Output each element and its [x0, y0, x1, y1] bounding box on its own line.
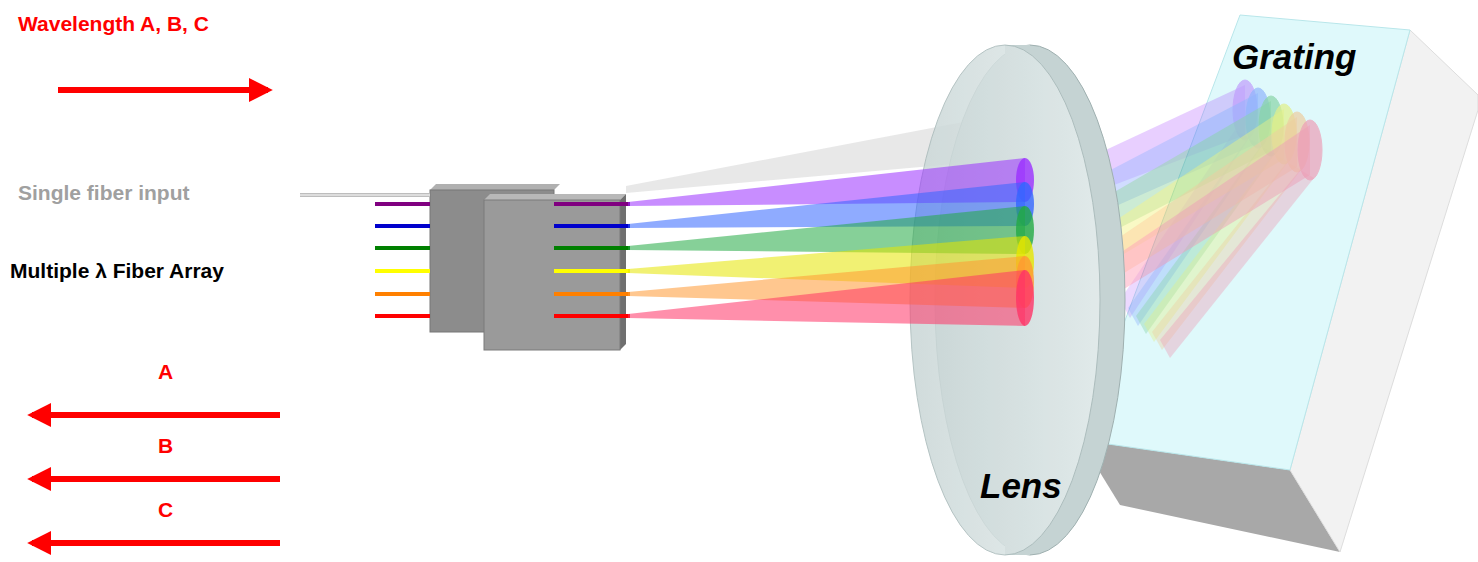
input-label: Single fiber input [18, 181, 190, 204]
single-fiber [300, 193, 430, 197]
fiber [375, 224, 430, 228]
wavelength-label: C [158, 498, 173, 521]
fiber [554, 314, 630, 318]
single-fiber [300, 194, 430, 196]
part-label: Lens [980, 467, 1062, 506]
title-label: Wavelength A, B, C [18, 12, 209, 35]
diffracted-beam [1160, 170, 1314, 358]
fiber [554, 246, 630, 250]
fiber [375, 246, 430, 250]
fiber [554, 292, 630, 296]
grating [1080, 15, 1478, 552]
fiber [554, 202, 630, 206]
fiber [375, 292, 430, 296]
fiber [375, 202, 430, 206]
wavelength-label: B [158, 434, 173, 457]
beam-spot [1016, 270, 1034, 326]
wavelength-label: A [158, 360, 173, 383]
fiber [375, 269, 430, 273]
fiber [554, 269, 630, 273]
array-label: Multiple λ Fiber Array [10, 259, 224, 282]
fiber [375, 314, 430, 318]
fiber [554, 224, 630, 228]
fiber-beams [375, 158, 1034, 326]
part-label: Grating [1232, 38, 1356, 77]
output-arrow [32, 476, 280, 482]
light-beam [628, 270, 1025, 326]
input-arrow [58, 87, 268, 93]
output-arrow [32, 540, 280, 546]
output-arrow [32, 412, 280, 418]
fiber-array-block [430, 184, 626, 350]
